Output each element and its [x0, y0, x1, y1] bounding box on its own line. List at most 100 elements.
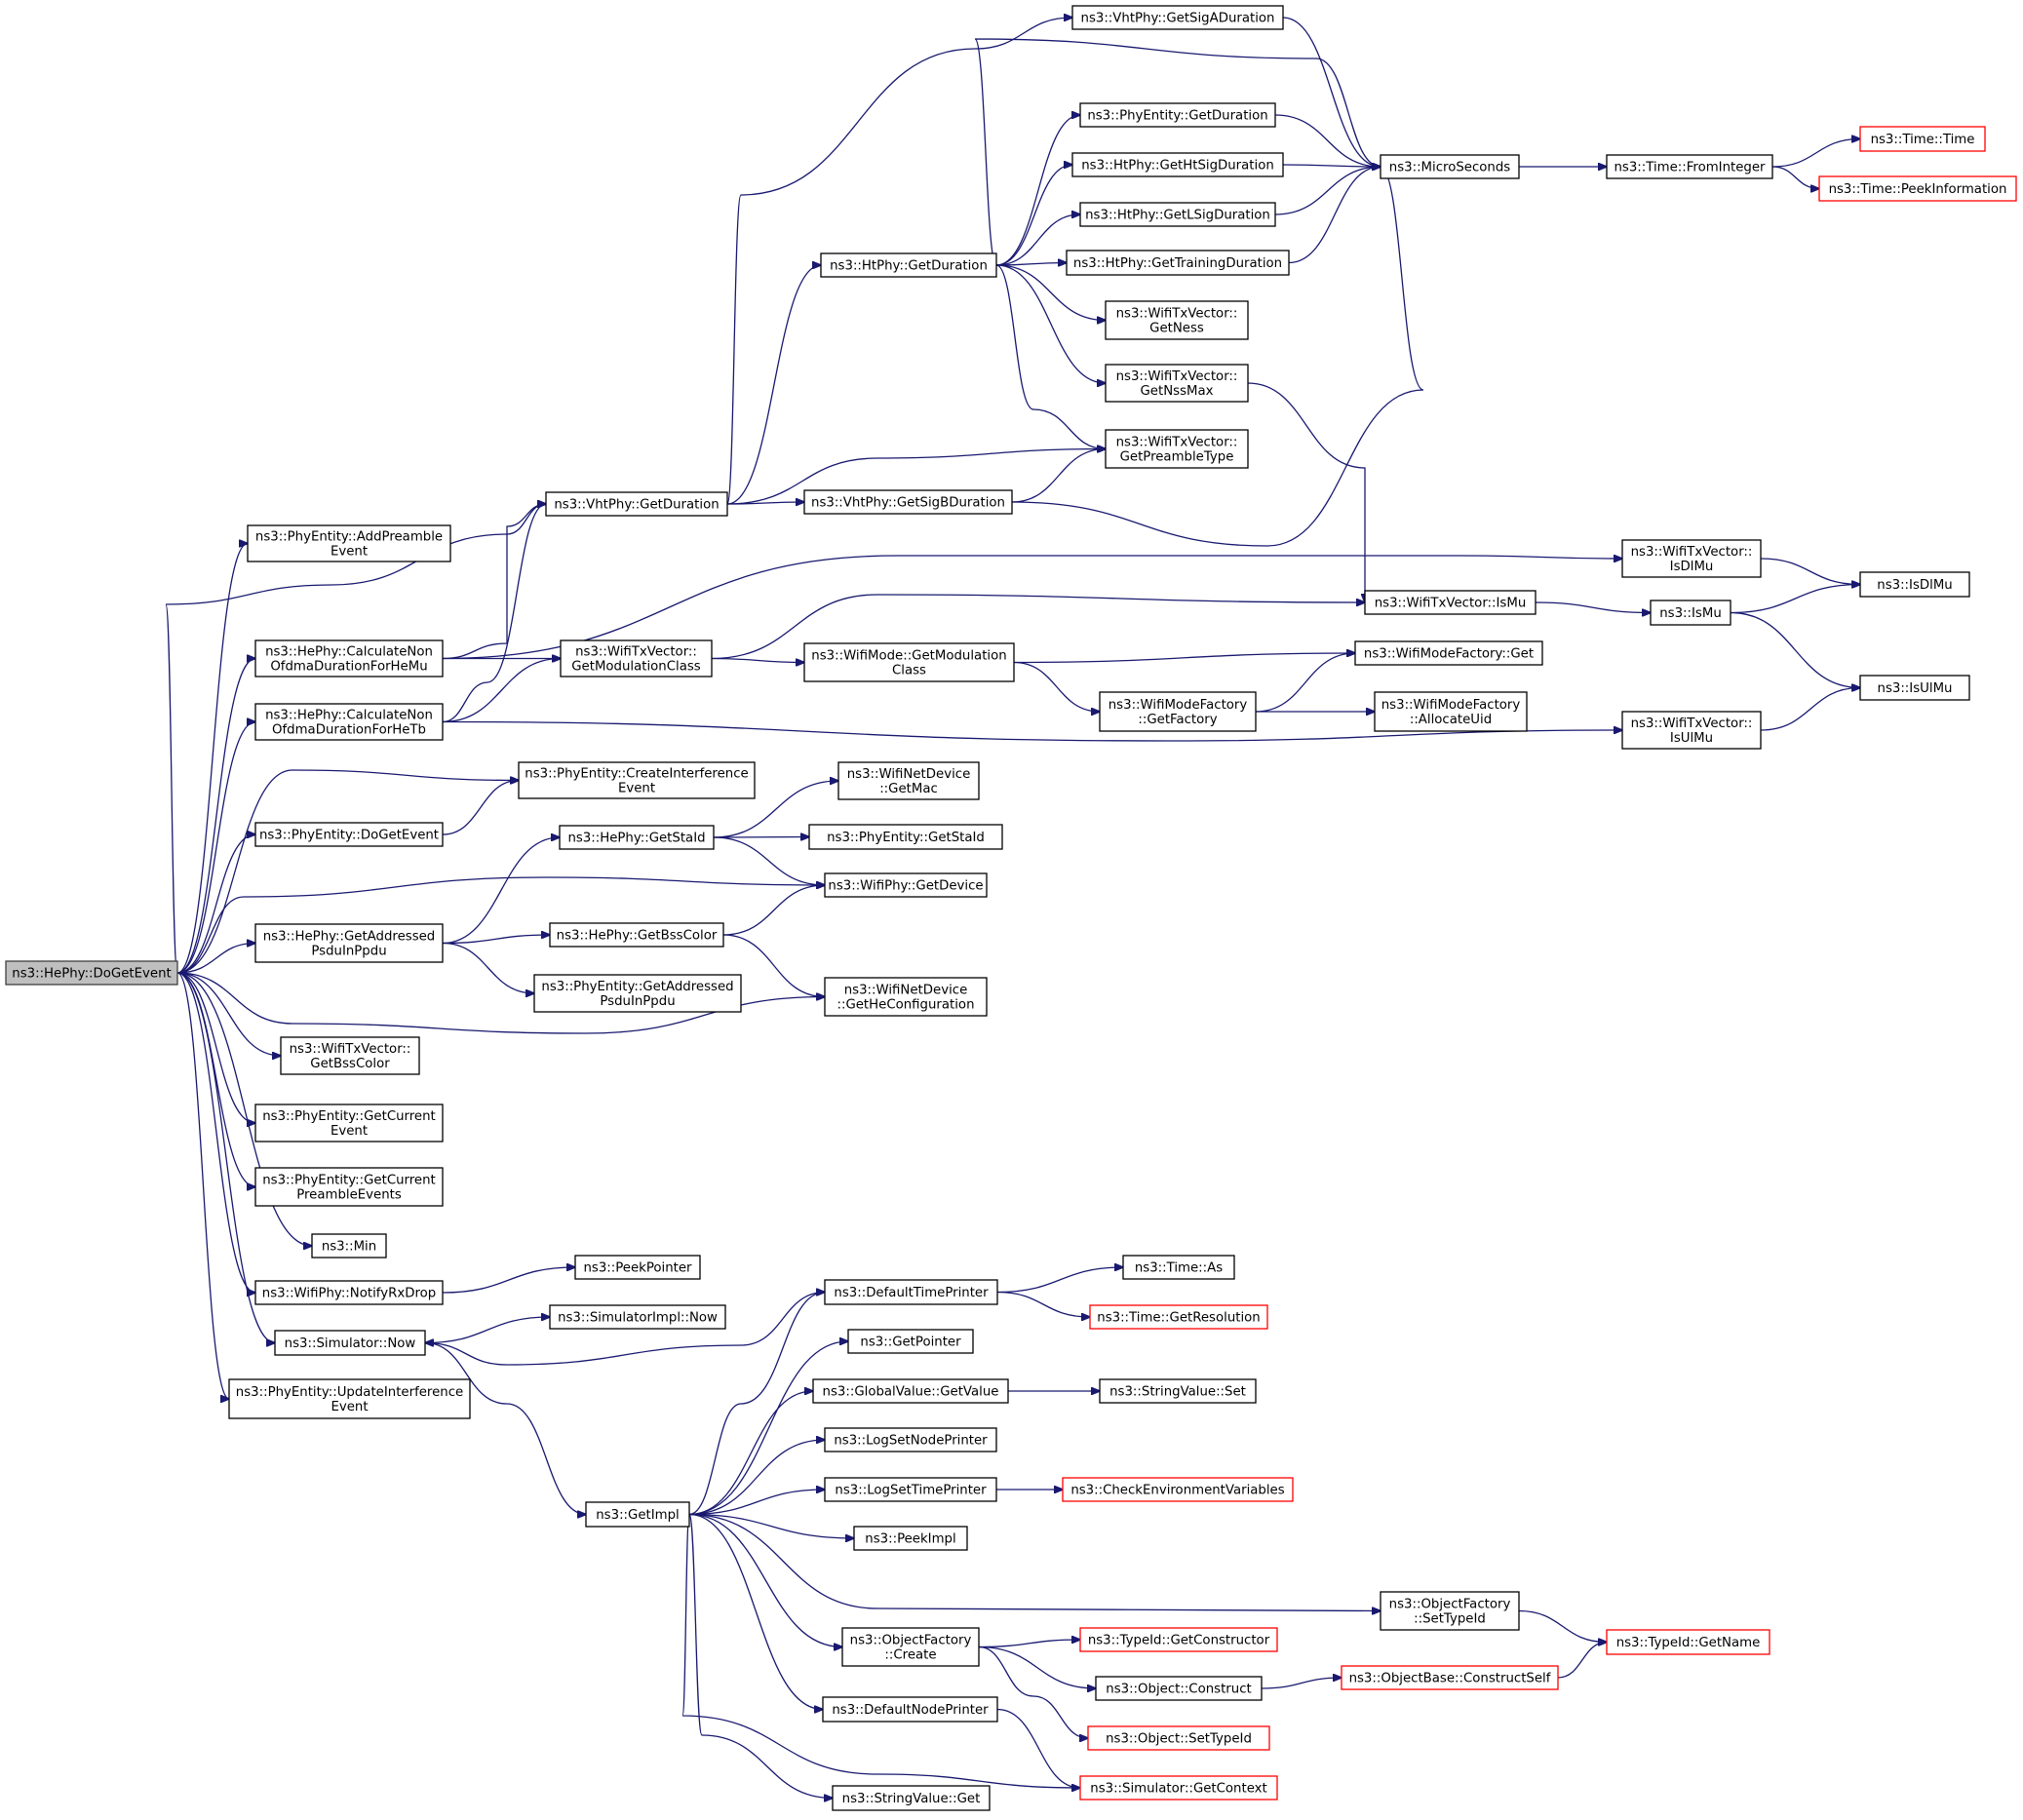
call-edge-ismu-to-isdlmu	[1730, 585, 1860, 614]
call-edge-getmodc-to-txismu	[711, 594, 1365, 660]
graph-node-siga[interactable]: ns3::VhtPhy::GetSigADuration	[1071, 5, 1284, 30]
graph-node-peekimpl[interactable]: ns3::PeekImpl	[853, 1526, 968, 1551]
node-label-line: ns3::WifiTxVector::	[1116, 369, 1238, 384]
graph-node-txulmu[interactable]: ns3::WifiTxVector::IsUlMu	[1621, 711, 1762, 750]
graph-node-htdur[interactable]: ns3::HtPhy::GetDuration	[820, 252, 997, 278]
graph-node-htsig[interactable]: ns3::HtPhy::GetHtSigDuration	[1071, 152, 1284, 177]
call-edge-root-to-getaddr	[176, 944, 255, 974]
call-edge-root-to-updint	[176, 972, 229, 1399]
graph-node-pedur[interactable]: ns3::PhyEntity::GetDuration	[1079, 102, 1276, 128]
node-box	[1105, 364, 1249, 403]
call-edge-getimpl-to-lsnp	[688, 1440, 825, 1516]
graph-node-isulmu[interactable]: ns3::IsUlMu	[1859, 675, 1970, 701]
call-edge-nssmax-to-txismu	[1247, 382, 1365, 602]
graph-node-ofset[interactable]: ns3::ObjectFactory::SetTypeId	[1380, 1591, 1520, 1631]
graph-node-obconsself[interactable]: ns3::ObjectBase::ConstructSelf	[1341, 1665, 1559, 1690]
graph-node-train[interactable]: ns3::HtPhy::GetTrainingDuration	[1066, 250, 1290, 276]
graph-node-getdev[interactable]: ns3::WifiPhy::GetDevice	[824, 872, 988, 898]
graph-node-lsnp[interactable]: ns3::LogSetNodePrinter	[824, 1427, 997, 1452]
graph-node-getres[interactable]: ns3::Time::GetResolution	[1089, 1304, 1268, 1330]
graph-node-fromint[interactable]: ns3::Time::FromInteger	[1606, 154, 1773, 179]
graph-node-svget[interactable]: ns3::StringValue::Get	[832, 1785, 991, 1811]
graph-node-pestaid[interactable]: ns3::PhyEntity::GetStaId	[808, 824, 1003, 850]
graph-node-lsig[interactable]: ns3::HtPhy::GetLSigDuration	[1079, 202, 1276, 227]
node-label-line: GetNssMax	[1141, 384, 1214, 399]
graph-node-calcmu[interactable]: ns3::HePhy::CalculateNonOfdmaDurationFor…	[254, 639, 444, 678]
node-box	[311, 1233, 387, 1259]
graph-node-txbss[interactable]: ns3::WifiTxVector::GetBssColor	[280, 1036, 420, 1075]
call-edge-getaddr-to-hestaid	[442, 837, 560, 945]
node-box	[533, 974, 742, 1013]
graph-node-txdlmu[interactable]: ns3::WifiTxVector::IsDlMu	[1621, 539, 1762, 578]
node-label-line: ns3::SimulatorImpl::Now	[558, 1311, 718, 1326]
graph-node-dtp[interactable]: ns3::DefaultTimePrinter	[824, 1279, 998, 1305]
graph-node-sigb[interactable]: ns3::VhtPhy::GetSigBDuration	[803, 489, 1013, 515]
node-box	[549, 1304, 726, 1330]
graph-node-peek[interactable]: ns3::PeekPointer	[574, 1255, 701, 1280]
graph-node-pretype[interactable]: ns3::WifiTxVector::GetPreambleType	[1105, 429, 1249, 469]
node-label-line: ns3::TypeId::GetName	[1616, 1636, 1761, 1650]
node-box	[832, 1785, 991, 1811]
graph-node-txismu[interactable]: ns3::WifiTxVector::IsMu	[1364, 590, 1537, 615]
graph-node-svset[interactable]: ns3::StringValue::Set	[1099, 1378, 1257, 1404]
graph-node-peekinfo[interactable]: ns3::Time::PeekInformation	[1818, 175, 2017, 202]
call-edge-hestaid-to-getdev	[713, 836, 825, 885]
graph-node-tigetname[interactable]: ns3::TypeId::GetName	[1606, 1629, 1770, 1655]
graph-node-isdlmu[interactable]: ns3::IsDlMu	[1859, 571, 1970, 598]
graph-node-wmfgetf[interactable]: ns3::WifiModeFactory::GetFactory	[1099, 691, 1257, 732]
node-label-line: ns3::WifiModeFactory::Get	[1364, 647, 1534, 662]
graph-node-notify[interactable]: ns3::WifiPhy::NotifyRxDrop	[254, 1280, 444, 1305]
graph-node-getness[interactable]: ns3::WifiTxVector::GetNess	[1105, 300, 1249, 340]
graph-node-simgetctx[interactable]: ns3::Simulator::GetContext	[1079, 1775, 1278, 1801]
graph-node-simimplnow[interactable]: ns3::SimulatorImpl::Now	[549, 1304, 726, 1330]
graph-node-tigetcons[interactable]: ns3::TypeId::GetConstructor	[1079, 1627, 1278, 1652]
graph-node-wmgetmod[interactable]: ns3::WifiMode::GetModulationClass	[803, 642, 1015, 682]
graph-node-getmodc[interactable]: ns3::WifiTxVector::GetModulationClass	[560, 639, 713, 678]
graph-node-dnp[interactable]: ns3::DefaultNodePrinter	[822, 1696, 998, 1723]
graph-node-objsettid[interactable]: ns3::Object::SetTypeId	[1087, 1725, 1270, 1751]
graph-node-hestaid[interactable]: ns3::HePhy::GetStaId	[559, 825, 715, 850]
node-box	[1089, 1304, 1268, 1330]
graph-node-vhtdur[interactable]: ns3::VhtPhy::GetDuration	[545, 491, 728, 517]
node-label-line: ns3::WifiTxVector::IsMu	[1375, 597, 1527, 611]
graph-node-simnow[interactable]: ns3::Simulator::Now	[274, 1330, 426, 1356]
call-edge-ofcreate-to-objsettid	[978, 1646, 1088, 1739]
call-edge-calctb-to-vhtdur	[442, 504, 546, 723]
node-box	[847, 1329, 974, 1354]
graph-node-getptr[interactable]: ns3::GetPointer	[847, 1329, 974, 1354]
graph-node-wmfget[interactable]: ns3::WifiModeFactory::Get	[1354, 640, 1543, 666]
node-box	[247, 524, 451, 562]
graph-node-nssmax[interactable]: ns3::WifiTxVector::GetNssMax	[1105, 364, 1249, 403]
graph-node-micro[interactable]: ns3::MicroSeconds	[1380, 154, 1520, 179]
call-edge-root-to-txbss	[176, 972, 281, 1056]
node-label-line: Event	[331, 1124, 368, 1139]
graph-node-lstp[interactable]: ns3::LogSetTimePrinter	[824, 1477, 997, 1502]
node-box	[841, 1627, 980, 1667]
graph-node-checkenv[interactable]: ns3::CheckEnvironmentVariables	[1062, 1477, 1294, 1502]
graph-node-calctb[interactable]: ns3::HePhy::CalculateNonOfdmaDurationFor…	[254, 703, 444, 741]
graph-node-getimpl[interactable]: ns3::GetImpl	[585, 1501, 690, 1528]
graph-node-wmfalloc[interactable]: ns3::WifiModeFactory::AllocateUid	[1374, 691, 1528, 732]
graph-node-objcons[interactable]: ns3::Object::Construct	[1095, 1676, 1263, 1701]
graph-node-gvget[interactable]: ns3::GlobalValue::GetValue	[812, 1378, 1009, 1404]
node-box	[824, 1279, 998, 1305]
call-edge-calctb-to-getmodc	[442, 659, 561, 723]
graph-node-pedoget[interactable]: ns3::PhyEntity::DoGetEvent	[254, 822, 444, 847]
graph-node-ismu[interactable]: ns3::IsMu	[1650, 600, 1731, 626]
node-label-line: PsduInPpdu	[600, 994, 675, 1009]
graph-node-ofcreate[interactable]: ns3::ObjectFactory::Create	[841, 1627, 980, 1667]
graph-node-hecfg[interactable]: ns3::WifiNetDevice::GetHeConfiguration	[824, 977, 988, 1017]
graph-node-timeas[interactable]: ns3::Time::As	[1122, 1255, 1235, 1280]
graph-node-getmac[interactable]: ns3::WifiNetDevice::GetMac	[837, 761, 980, 800]
graph-node-min[interactable]: ns3::Min	[311, 1233, 387, 1259]
graph-node-hebss[interactable]: ns3::HePhy::GetBssColor	[549, 922, 724, 948]
node-box	[803, 642, 1015, 682]
graph-node-timetime[interactable]: ns3::Time::Time	[1859, 126, 1986, 152]
